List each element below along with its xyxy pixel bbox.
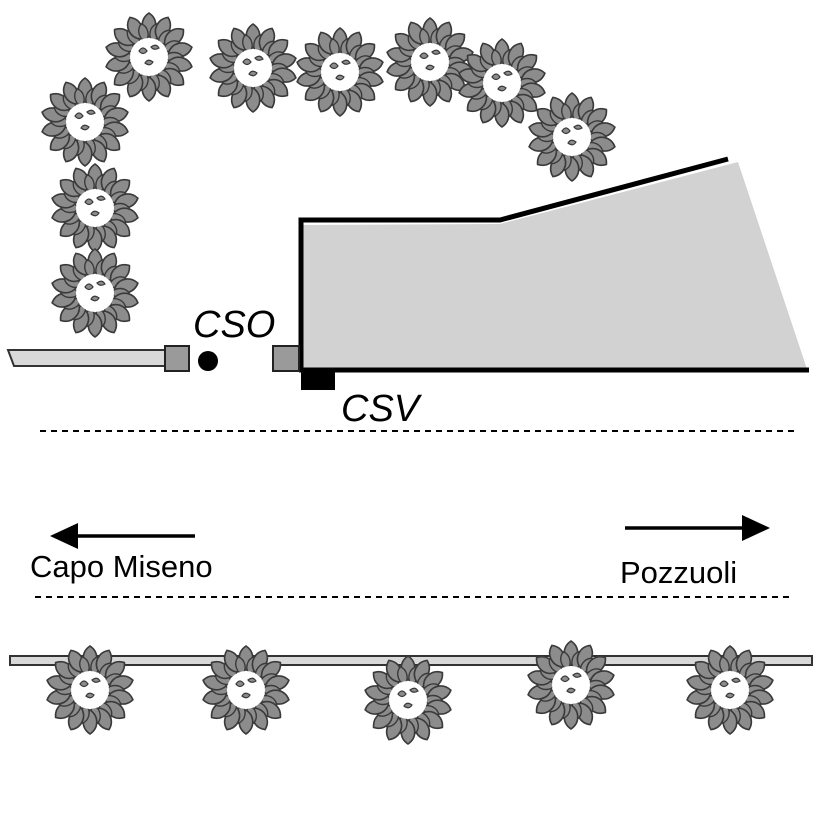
pipe-end-block [164, 345, 190, 372]
shrub-icon [49, 248, 141, 338]
csv-label: CSV [341, 388, 423, 430]
shrub-icon [525, 640, 617, 730]
west-destination-label: Capo Miseno [30, 549, 213, 584]
csv-sensor [301, 370, 335, 390]
shrub-icon [526, 92, 618, 182]
wall-sensor-block [272, 345, 300, 372]
pipe [6, 349, 166, 367]
shrub-icon [49, 163, 141, 253]
shrub-icon [39, 77, 131, 167]
shrub-icon [294, 27, 386, 117]
shrub-icon [207, 23, 299, 113]
east-destination-label: Pozzuoli [620, 555, 737, 590]
cso-marker [198, 351, 218, 371]
building-wall [298, 156, 729, 369]
building [301, 162, 807, 369]
shrub-icon [362, 655, 454, 745]
cso-label: CSO [193, 304, 275, 346]
arrow-right-icon [625, 515, 770, 541]
shrub-icon [103, 12, 195, 102]
arrow-left-icon [50, 523, 195, 549]
